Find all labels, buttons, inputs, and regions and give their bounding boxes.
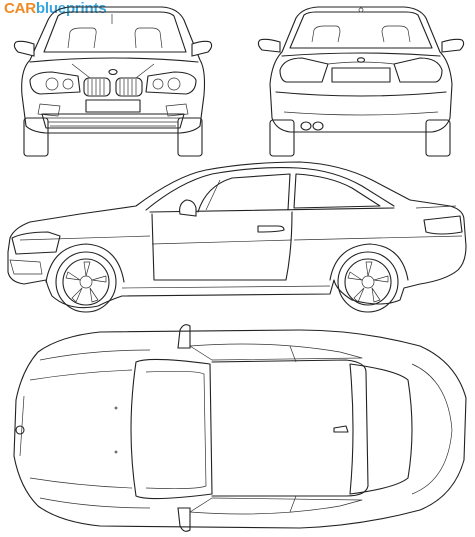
rear-view bbox=[257, 6, 465, 157]
logo-car-text: CAR bbox=[4, 0, 36, 17]
top-view bbox=[13, 324, 467, 532]
front-view bbox=[13, 6, 213, 157]
side-view bbox=[7, 161, 467, 313]
